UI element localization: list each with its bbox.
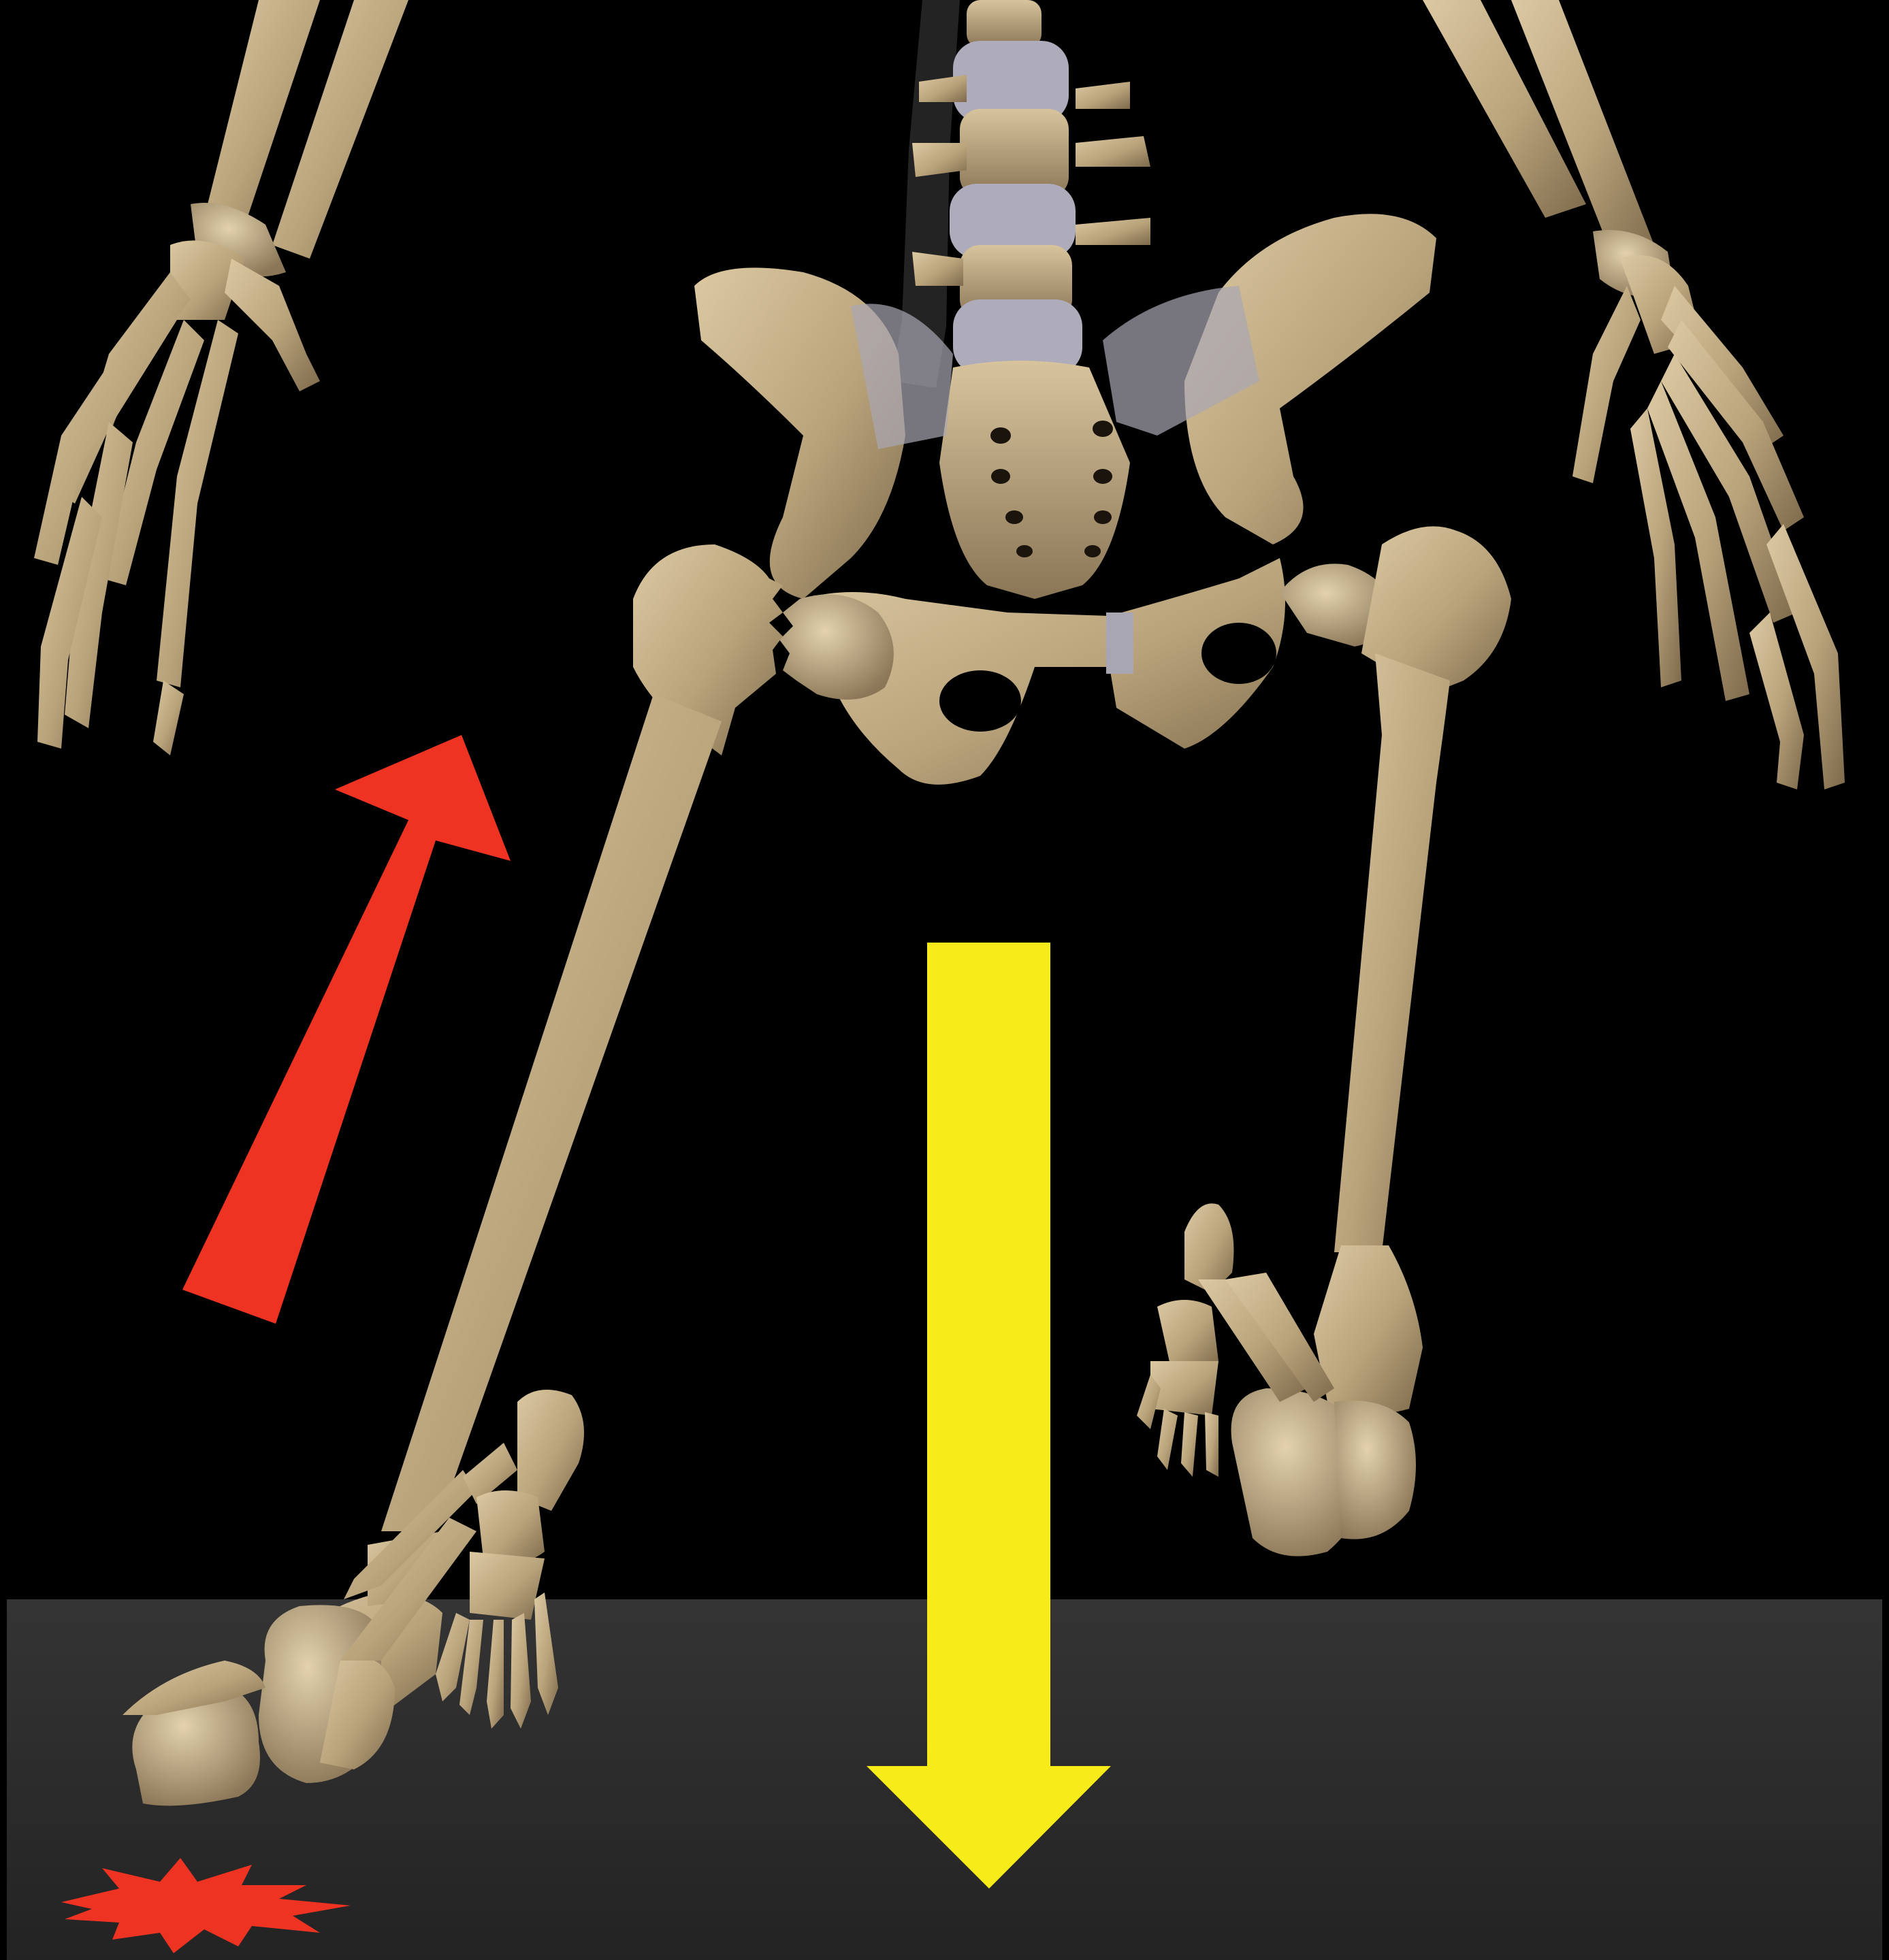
skeleton-illustration — [0, 0, 1889, 1960]
